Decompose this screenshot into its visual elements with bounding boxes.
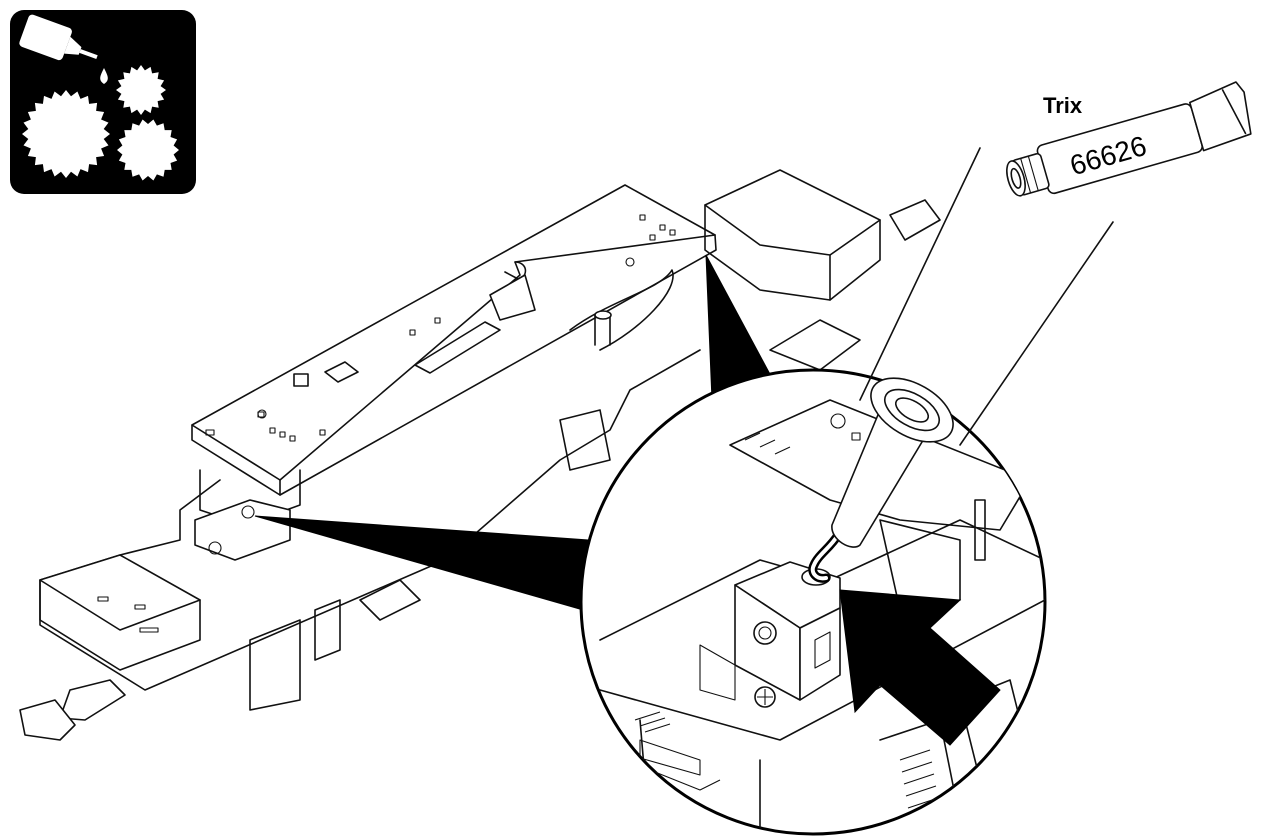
grease-tube: 66626 bbox=[1006, 81, 1252, 197]
brand-label: Trix bbox=[1043, 93, 1083, 118]
gear-shape bbox=[116, 65, 166, 115]
tube-guide-line-right bbox=[959, 221, 1114, 446]
gear-shape bbox=[117, 119, 179, 181]
chassis-illustration bbox=[19, 169, 941, 741]
tube-guide-line-left bbox=[859, 147, 981, 401]
oil-gears-icon bbox=[10, 10, 196, 194]
detail-magnifier bbox=[579, 368, 1047, 836]
gear-shape bbox=[22, 90, 110, 178]
